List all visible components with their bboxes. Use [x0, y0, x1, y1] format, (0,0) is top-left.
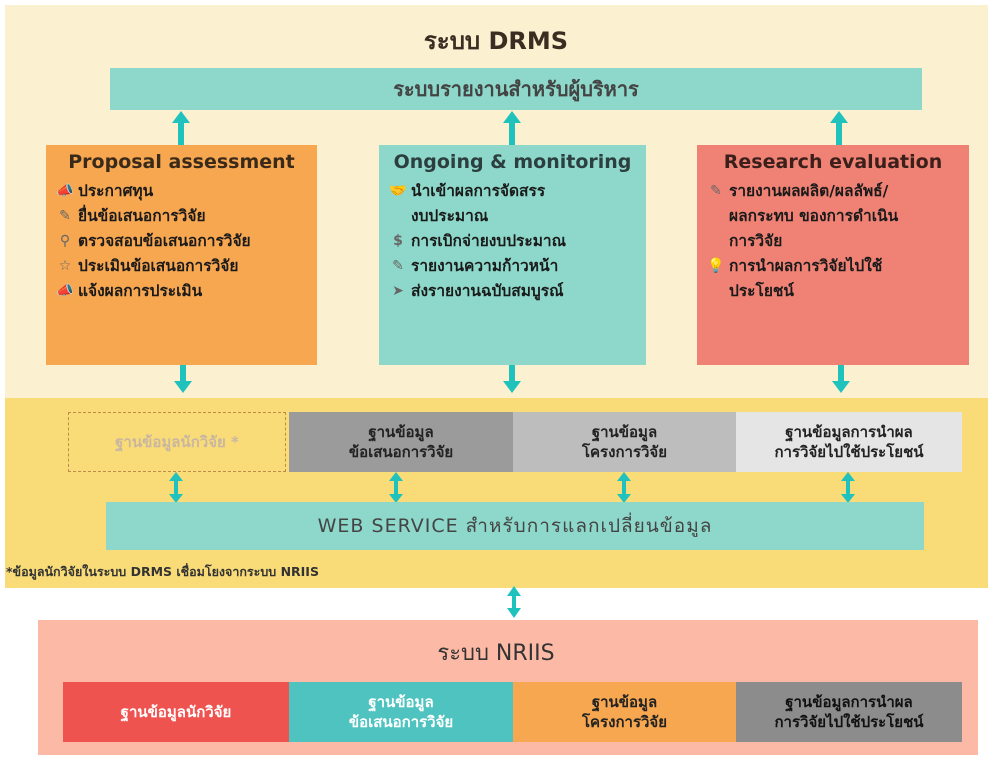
list-item-label: การวิจัย: [729, 232, 783, 250]
drms-db-project: ฐานข้อมูล โครงการวิจัย: [513, 412, 736, 472]
db-label-line2: โครงการวิจัย: [581, 443, 668, 461]
nriis-db-researcher: ฐานข้อมูลนักวิจัย: [63, 682, 289, 742]
db-label-line2: การวิจัยไปใช้ประโยชน์: [774, 713, 924, 731]
nriis-db-project: ฐานข้อมูล โครงการวิจัย: [513, 682, 736, 742]
paper-plane-icon: ➤: [392, 283, 404, 299]
list-item: งบประมาณ: [389, 204, 636, 229]
ongoing-monitoring-list: 🤝นำเข้าผลการจัดสรร งบประมาณ $ การเบิกจ่าย…: [389, 179, 636, 304]
list-item: 💡การนำผลการวิจัยไปใช้: [707, 254, 959, 279]
list-item: $ การเบิกจ่ายงบประมาณ: [389, 229, 636, 254]
lightbulb-icon: 💡: [707, 258, 725, 274]
pencil-icon: ✎: [392, 258, 404, 274]
db-label-line2: โครงการวิจัย: [581, 713, 668, 731]
db-label-line2: ข้อเสนอการวิจัย: [348, 443, 454, 461]
list-item: ประโยชน์: [707, 279, 959, 304]
db-label-line1: ฐานข้อมูล: [368, 693, 434, 711]
list-item-label: ยื่นข้อเสนอการวิจัย: [78, 207, 206, 225]
proposal-assessment-title: Proposal assessment: [68, 151, 295, 173]
list-item: ✎ รายงานผลผลิต/ผลลัพธ์/: [707, 179, 959, 204]
magnifier-icon: ⚲: [59, 233, 71, 249]
db-label-line1: ฐานข้อมูล: [368, 423, 434, 441]
list-item: ⚲ ตรวจสอบข้อเสนอการวิจัย: [56, 229, 307, 254]
ongoing-monitoring-panel: Ongoing & monitoring 🤝นำเข้าผลการจัดสรร …: [379, 145, 646, 365]
list-item-label: งบประมาณ: [411, 207, 489, 225]
nriis-db-utilization: ฐานข้อมูลการนำผล การวิจัยไปใช้ประโยชน์: [736, 682, 962, 742]
research-evaluation-panel: Research evaluation ✎ รายงานผลผลิต/ผลลัพธ…: [697, 145, 969, 365]
drms-title: ระบบ DRMS: [423, 26, 569, 55]
megaphone-icon: 📣: [56, 283, 74, 299]
list-item: ผลกระทบ ของการดำเนิน: [707, 204, 959, 229]
list-item-label: ผลกระทบ ของการดำเนิน: [729, 207, 899, 225]
research-evaluation-list: ✎ รายงานผลผลิต/ผลลัพธ์/ ผลกระทบ ของการดำเ…: [707, 179, 959, 304]
db-label-line1: ฐานข้อมูลการนำผล: [785, 423, 913, 441]
list-item-label: ส่งรายงานฉบับสมบูรณ์: [411, 282, 564, 300]
nriis-db-proposal: ฐานข้อมูล ข้อเสนอการวิจัย: [289, 682, 513, 742]
megaphone-icon: 📣: [56, 183, 74, 199]
pencil-icon: ✎: [710, 183, 722, 199]
db-label-line1: ฐานข้อมูลการนำผล: [785, 693, 913, 711]
list-item-label: รายงานผลผลิต/ผลลัพธ์/: [729, 182, 889, 200]
proposal-assessment-list: 📣ประกาศทุน ✎ยื่นข้อเสนอการวิจัย ⚲ตรวจสอบ…: [56, 179, 307, 304]
drms-db-proposal: ฐานข้อมูล ข้อเสนอการวิจัย: [289, 412, 513, 472]
list-item: การวิจัย: [707, 229, 959, 254]
ongoing-monitoring-title: Ongoing & monitoring: [393, 151, 632, 173]
web-service-bar: WEB SERVICE สำหรับการแลกเปลี่ยนข้อมูล: [106, 502, 924, 550]
list-item: ➤ ส่งรายงานฉบับสมบูรณ์: [389, 279, 636, 304]
pencil-icon: ✎: [59, 208, 71, 224]
list-item-label: รายงานความก้าวหน้า: [411, 257, 559, 275]
double-arrow-nriis: [507, 586, 521, 618]
list-item-label: การเบิกจ่ายงบประมาณ: [411, 232, 566, 250]
research-evaluation-title: Research evaluation: [723, 151, 943, 173]
handshake-icon: 🤝: [389, 183, 407, 199]
list-item-label: ประโยชน์: [729, 282, 795, 300]
proposal-assessment-panel: Proposal assessment 📣ประกาศทุน ✎ยื่นข้อเ…: [46, 145, 317, 365]
list-item-label: ตรวจสอบข้อเสนอการวิจัย: [78, 232, 251, 250]
list-item-label: ประเมินข้อเสนอการวิจัย: [78, 257, 239, 275]
list-item-label: แจ้งผลการประเมิน: [78, 282, 203, 300]
star-icon: ☆: [58, 258, 72, 274]
list-item: 🤝นำเข้าผลการจัดสรร: [389, 179, 636, 204]
drms-db-utilization: ฐานข้อมูลการนำผล การวิจัยไปใช้ประโยชน์: [736, 412, 962, 472]
list-item: ✎ ยื่นข้อเสนอการวิจัย: [56, 204, 307, 229]
list-item-label: การนำผลการวิจัยไปใช้: [729, 257, 883, 275]
db-label-line1: ฐานข้อมูล: [591, 693, 658, 711]
list-item: ✎ รายงานความก้าวหน้า: [389, 254, 636, 279]
drms-db-researcher: ฐานข้อมูลนักวิจัย *: [68, 412, 286, 472]
list-item-label: นำเข้าผลการจัดสรร: [411, 182, 546, 200]
executive-report-bar: ระบบรายงานสำหรับผู้บริหาร: [110, 68, 922, 110]
nriis-title: ระบบ NRIIS: [437, 640, 555, 666]
db-label-line2: การวิจัยไปใช้ประโยชน์: [774, 443, 924, 461]
db-label-line2: ข้อเสนอการวิจัย: [348, 713, 454, 731]
list-item-label: ประกาศทุน: [78, 182, 154, 200]
money-icon: $: [393, 233, 403, 249]
db-label: ฐานข้อมูลนักวิจัย *: [115, 433, 239, 451]
list-item: 📣แจ้งผลการประเมิน: [56, 279, 307, 304]
db-label: ฐานข้อมูลนักวิจัย: [120, 703, 232, 721]
list-item: 📣ประกาศทุน: [56, 179, 307, 204]
list-item: ☆ ประเมินข้อเสนอการวิจัย: [56, 254, 307, 279]
footnote: *ข้อมูลนักวิจัยในระบบ DRMS เชื่อมโยงจากร…: [6, 564, 319, 579]
db-label-line1: ฐานข้อมูล: [591, 423, 658, 441]
